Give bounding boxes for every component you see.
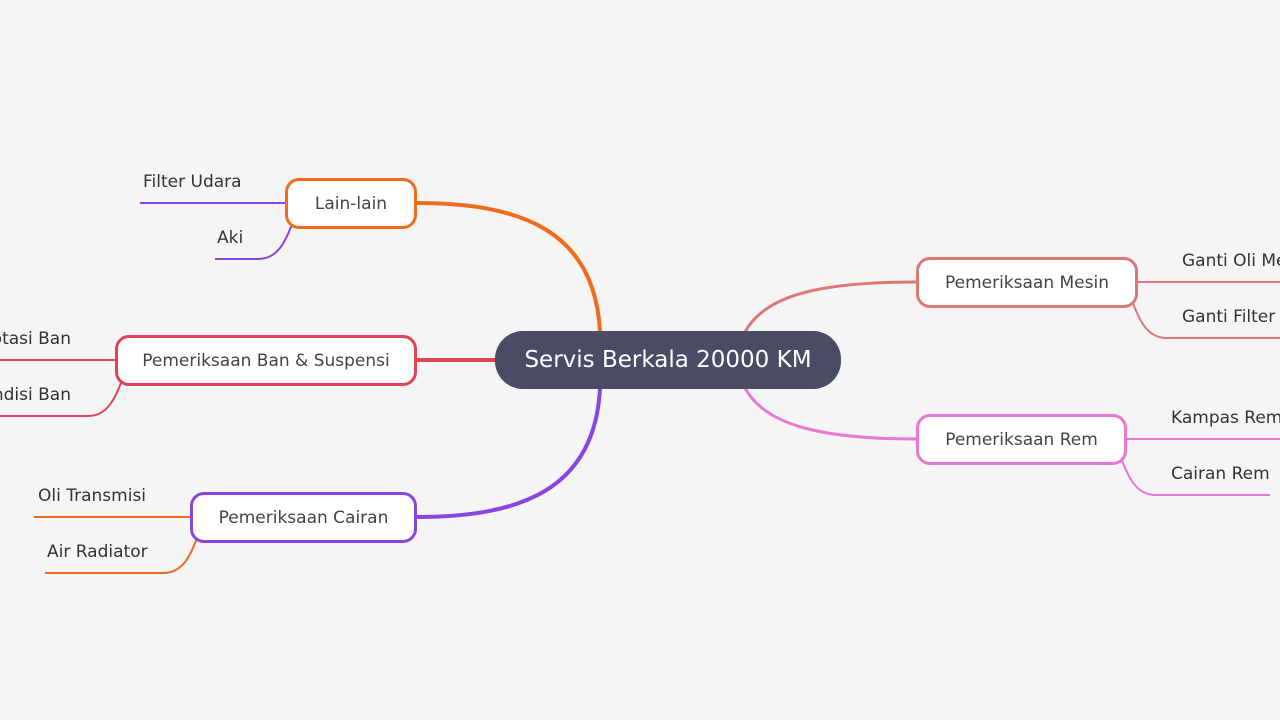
connector-leaf-cairan-rem	[1120, 457, 1270, 496]
leaf-air-radiator[interactable]: Air Radiator	[47, 542, 148, 562]
connector-central-cairan	[416, 387, 602, 519]
central-topic[interactable]: Servis Berkala 20000 KM	[495, 331, 841, 389]
leaf-ganti-oli-mesin[interactable]: Ganti Oli Mesin	[1182, 251, 1280, 271]
branch-node-ban-suspensi[interactable]: Pemeriksaan Ban & Suspensi	[115, 335, 417, 386]
connector-central-lain-lain	[416, 201, 602, 333]
branch-label-lain-lain: Lain-lain	[314, 193, 388, 214]
branch-node-cairan[interactable]: Pemeriksaan Cairan	[190, 492, 417, 543]
leaf-ganti-filter[interactable]: Ganti Filter	[1182, 307, 1276, 327]
connector-leaf-ganti-filter	[1131, 300, 1280, 339]
branch-label-cairan: Pemeriksaan Cairan	[218, 507, 389, 528]
leaf-cairan-rem[interactable]: Cairan Rem	[1171, 464, 1270, 484]
connector-central-rem	[743, 387, 918, 441]
branch-node-lain-lain[interactable]: Lain-lain	[285, 178, 417, 229]
branch-node-rem[interactable]: Pemeriksaan Rem	[916, 414, 1127, 465]
branch-label-rem: Pemeriksaan Rem	[945, 429, 1098, 450]
branch-label-mesin: Pemeriksaan Mesin	[944, 272, 1110, 293]
connector-leaf-aki	[215, 221, 294, 260]
leaf-oli-transmisi[interactable]: Oli Transmisi	[38, 486, 147, 506]
branch-node-mesin[interactable]: Pemeriksaan Mesin	[916, 257, 1138, 308]
connector-leaf-air-radiator	[45, 535, 199, 574]
leaf-kondisi-ban[interactable]: Kondisi Ban	[0, 385, 71, 405]
leaf-filter-udara[interactable]: Filter Udara	[143, 172, 242, 192]
leaf-aki[interactable]: Aki	[217, 228, 244, 248]
central-topic-label: Servis Berkala 20000 KM	[524, 347, 812, 373]
connector-central-mesin	[743, 280, 918, 333]
branch-label-ban-suspensi: Pemeriksaan Ban & Suspensi	[142, 350, 390, 371]
leaf-rotasi-ban[interactable]: Rotasi Ban	[0, 329, 71, 349]
connector-leaf-kondisi-ban	[0, 377, 124, 417]
leaf-kampas-rem[interactable]: Kampas Rem	[1171, 408, 1280, 428]
